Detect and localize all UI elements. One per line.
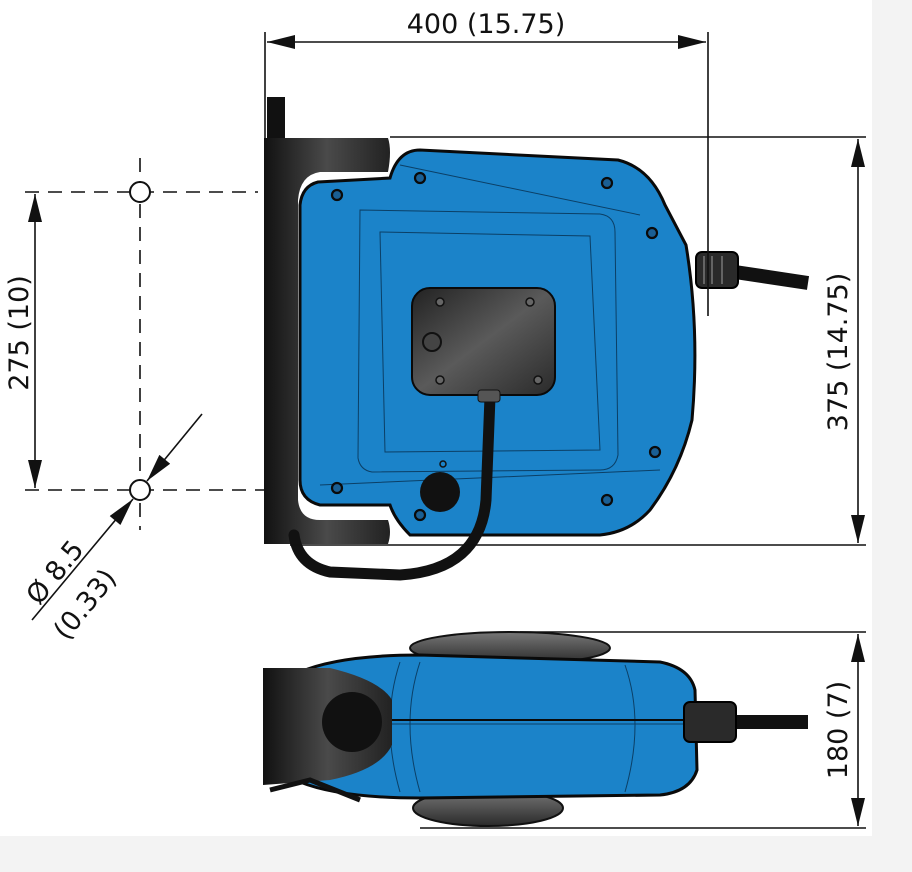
wall-bracket: [264, 138, 390, 544]
bracket-tab: [267, 97, 285, 147]
mount-hole-top: [129, 181, 151, 203]
front-view: [264, 97, 810, 581]
page-margin-right: [872, 0, 912, 872]
mount-spacing-label: 275 (10): [4, 275, 35, 391]
side-cable-gland: [683, 701, 737, 743]
depth-label: 180 (7): [823, 681, 854, 779]
dimension-lines: [25, 32, 866, 829]
hose: [288, 391, 496, 581]
cable-gland: [695, 251, 739, 289]
page-margin-bottom: [0, 836, 912, 872]
hub-knob: [422, 332, 442, 352]
height-label: 375 (14.75): [823, 273, 854, 431]
width-label: 400 (15.75): [407, 9, 565, 40]
side-view: [263, 631, 808, 827]
screws: [330, 171, 662, 522]
mount-hole-bottom: [129, 479, 151, 501]
side-body: [298, 653, 699, 800]
power-cable: [733, 265, 810, 290]
inner-panel: [357, 209, 619, 473]
side-outlet: [322, 692, 382, 752]
outlet-hole: [420, 472, 460, 512]
